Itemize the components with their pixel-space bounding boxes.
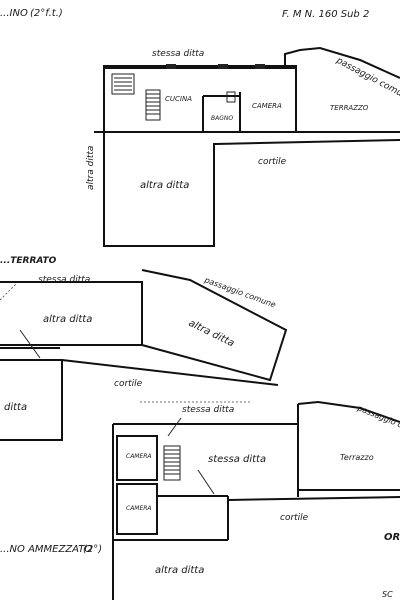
label-cortile-top: cortile <box>258 157 287 167</box>
label-bagno: BAGNO <box>211 115 233 122</box>
label-ditta-left: ditta <box>4 402 27 413</box>
label-passaggio-bottom: passaggio comune <box>355 403 400 440</box>
floor-label-middle: ...TERRATO <box>0 256 57 266</box>
floor-note-top: (2°f.t.) <box>30 8 63 19</box>
unit-outline-top <box>103 65 297 133</box>
label-terrazzo-bottom: Terrazzo <box>340 453 374 462</box>
label-stessa-ditta-top: stessa ditta <box>152 49 204 59</box>
stair-top <box>111 73 161 121</box>
label-stessa-ditta-bottom-top: stessa ditta <box>182 405 234 415</box>
orientation-label: OR <box>384 532 400 543</box>
scale-label: SC <box>382 590 393 599</box>
label-camera-1: CAMERA <box>126 453 152 460</box>
label-camera-top: CAMERA <box>252 102 282 110</box>
label-cortile-bottom: cortile <box>280 513 309 523</box>
label-stessa-ditta-middle: stessa ditta <box>38 275 90 285</box>
label-altra-ditta-side: altra ditta <box>86 146 96 190</box>
label-altra-ditta-right: altra ditta <box>187 318 236 350</box>
label-altra-ditta-lower: altra ditta <box>140 180 189 191</box>
cadastral-reference: F. M N. 160 Sub 2 <box>282 9 369 20</box>
floor-label-bottom: ...NO AMMEZZATO <box>0 544 92 555</box>
label-altra-ditta-bottom: altra ditta <box>155 565 204 576</box>
plan-top: stessa ditta passaggio comune CUCINA BAG… <box>86 46 400 247</box>
label-terrazzo-top: TERRAZZO <box>330 104 369 112</box>
label-cortile-middle: cortile <box>114 379 143 389</box>
label-stessa-ditta-center: stessa ditta <box>208 454 266 465</box>
label-cucina: CUCINA <box>165 95 192 103</box>
floor-note-bottom: (2°) <box>83 544 102 555</box>
label-camera-2: CAMERA <box>126 505 152 512</box>
plan-middle: ...TERRATO stessa ditta passaggio comune… <box>0 256 288 441</box>
plan-bottom: stessa ditta passaggio comune CAMERA CAM… <box>0 400 400 600</box>
floor-label-top: ...INO <box>0 8 28 19</box>
label-altra-ditta-center: altra ditta <box>43 314 92 325</box>
stair-bottom <box>163 445 181 481</box>
